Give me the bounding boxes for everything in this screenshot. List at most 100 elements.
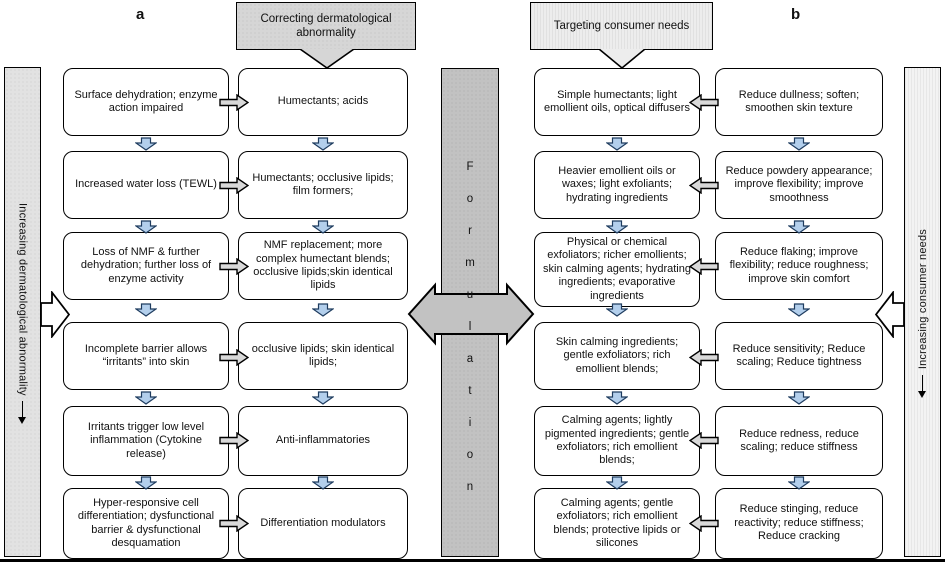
box-text: Incomplete barrier allows “irritants” in… [84,342,208,368]
down-arrow-icon [312,220,334,234]
box-consumer-need-4: Reduce sensitivity; Reduce scaling; Redu… [715,322,883,390]
formulation-letter: a [466,352,474,365]
right-axis-bar: Increasing consumer needs [904,67,941,557]
down-arrow-icon [788,391,810,405]
formulation-letter: r [468,224,472,237]
box-text: NMF replacement; more complex humectant … [253,239,393,292]
left-arrow-icon [689,94,719,111]
box-skin-condition-4: Incomplete barrier allows “irritants” in… [63,322,229,390]
formulation-letter: u [466,288,474,301]
formulation-letter: l [468,320,472,333]
box-skin-condition-1: Surface dehydration; enzyme action impai… [63,68,229,136]
left-axis-bar: Increasing dermatological abnormality [4,67,41,557]
panel-b-label: b [791,6,801,23]
box-text: Reduce stinging, reduce reactivity; redu… [734,503,864,543]
box-skin-condition-2: Increased water loss (TEWL) [63,151,229,219]
box-formulation-b-4: Skin calming ingredients; gentle exfolia… [534,322,700,390]
down-arrow-icon [606,137,628,151]
down-arrow-icon [788,220,810,234]
left-arrow-icon [689,432,719,449]
box-text: Calming agents; lightly pigmented ingred… [544,414,690,467]
box-text: Reduce dullness; soften; smoothen skin t… [738,88,860,114]
right-arrow-icon [219,94,249,111]
box-formulation-a-2: Humectants; occlusive lipids; film forme… [238,151,408,219]
double-headed-arrow-icon [407,282,535,346]
box-text: Humectants; acids [277,95,369,108]
down-arrow-icon [606,476,628,490]
left-arrow-from-right-bar-icon [875,291,905,338]
left-arrow-icon [689,258,719,275]
box-skin-condition-6: Hyper-responsive cell differentiation; d… [63,488,229,559]
header-correcting-abnormality: Correcting dermatological abnormality [236,2,416,50]
figure-bottom-rule [0,559,945,562]
box-formulation-a-6: Differentiation modulators [238,488,408,559]
box-formulation-b-1: Simple humectants; light emollient oils,… [534,68,700,136]
down-arrow-icon [312,391,334,405]
box-formulation-a-1: Humectants; acids [238,68,408,136]
down-arrow-icon [135,220,157,234]
left-arrow-icon [689,349,719,366]
box-formulation-a-5: Anti-inflammatories [238,406,408,476]
down-arrow-icon [312,303,334,317]
box-consumer-need-5: Reduce redness, reduce scaling; reduce s… [715,406,883,476]
formulation-letter: n [466,480,474,493]
down-arrow-icon [135,137,157,151]
formulation-letter: i [468,416,472,429]
formulation-letter: t [468,384,472,397]
box-text: Calming agents; gentle exfoliators; rich… [553,496,681,549]
down-arrow-icon [135,476,157,490]
box-text: occlusive lipids; skin identical lipids; [251,342,395,368]
formulation-letter: m [465,256,475,269]
box-text: Humectants; occlusive lipids; film forme… [252,171,394,197]
box-text: Increased water loss (TEWL) [75,178,217,191]
panel-a-label: a [136,6,145,23]
right-arrow-from-left-bar-icon [40,291,70,338]
down-arrow-icon [606,303,628,317]
down-arrow-icon [606,220,628,234]
down-arrow-icon [788,476,810,490]
box-skin-condition-5: Irritants trigger low level inflammation… [63,406,229,476]
formulation-letter: o [466,192,474,205]
box-formulation-a-4: occlusive lipids; skin identical lipids; [238,322,408,390]
down-arrow-icon [788,137,810,151]
left-arrow-icon [689,177,719,194]
box-consumer-need-6: Reduce stinging, reduce reactivity; redu… [715,488,883,559]
box-text: Surface dehydration; enzyme action impai… [74,88,218,114]
box-text: Skin calming ingredients; gentle exfolia… [555,335,679,375]
right-arrow-icon [219,258,249,275]
down-arrow-icon [18,400,27,424]
box-text: Reduce flaking; improve flexibility; red… [729,245,869,285]
header-targeting-text: Targeting consumer needs [553,19,690,32]
right-arrow-icon [219,432,249,449]
right-arrow-icon [219,349,249,366]
box-text: Reduce sensitivity; Reduce scaling; Redu… [732,342,866,368]
formulation-letter: F [466,160,474,173]
formulation-letter: o [466,448,474,461]
box-text: Differentiation modulators [260,516,386,529]
down-arrow-icon [606,391,628,405]
left-arrow-icon [689,515,719,532]
box-formulation-b-6: Calming agents; gentle exfoliators; rich… [534,488,700,559]
box-formulation-a-3: NMF replacement; more complex humectant … [238,232,408,300]
right-axis-label: Increasing consumer needs [916,229,929,370]
box-consumer-need-2: Reduce powdery appearance; improve flexi… [715,151,883,219]
down-arrow-icon [312,137,334,151]
down-arrow-icon [135,391,157,405]
callout-pointer-b-icon [598,49,646,70]
box-text: Reduce powdery appearance; improve flexi… [725,164,873,204]
box-text: Hyper-responsive cell differentiation; d… [77,496,215,549]
box-skin-condition-3: Loss of NMF & further dehydration; furth… [63,232,229,300]
down-arrow-icon [918,374,927,398]
box-consumer-need-1: Reduce dullness; soften; smoothen skin t… [715,68,883,136]
box-formulation-b-3: Physical or chemical exfoliators; richer… [534,232,700,308]
down-arrow-icon [788,303,810,317]
box-text: Simple humectants; light emollient oils,… [544,88,690,114]
box-consumer-need-3: Reduce flaking; improve flexibility; red… [715,232,883,300]
box-text: Irritants trigger low level inflammation… [87,420,205,460]
right-arrow-icon [219,515,249,532]
box-text: Heavier emollient oils or waxes; light e… [558,164,676,204]
box-text: Physical or chemical exfoliators; richer… [543,236,691,302]
callout-pointer-a-icon [299,49,355,69]
box-formulation-b-5: Calming agents; lightly pigmented ingred… [534,406,700,476]
box-formulation-b-2: Heavier emollient oils or waxes; light e… [534,151,700,219]
